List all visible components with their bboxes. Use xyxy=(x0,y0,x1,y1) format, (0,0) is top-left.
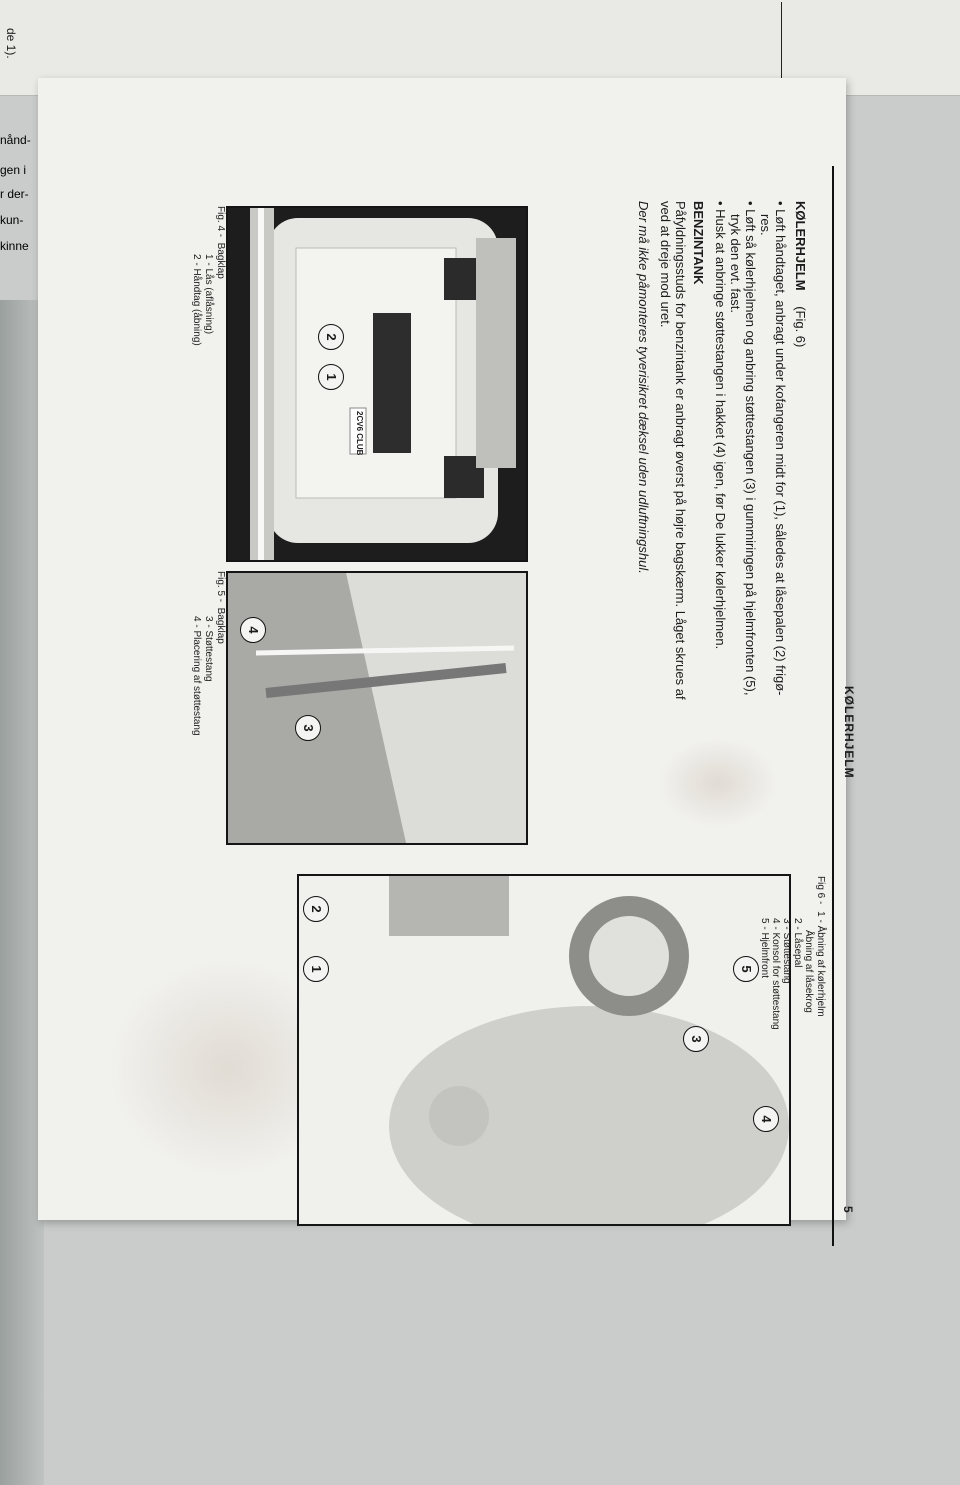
page-number: 5 xyxy=(841,1206,855,1213)
fig6-callout-4: 4 xyxy=(753,1106,779,1132)
section-heading-text: KØLERHJELM xyxy=(793,201,808,291)
fig5-caption-item: 4 - Placering af støttestang xyxy=(191,616,202,736)
fig5-caption-title: Fig. 5 - Bagklap xyxy=(215,571,226,644)
bullet-continuation: res. xyxy=(758,214,773,236)
fragment-6: kinne xyxy=(0,239,29,253)
engine-bay-illustration xyxy=(299,876,789,1226)
fig4-callout-2: 2 xyxy=(318,324,344,350)
bullet-line: • Løft så kølerhjelmen og anbring støtte… xyxy=(743,201,758,696)
fig6-callout-1: 1 xyxy=(303,956,329,982)
rear-hatch-illustration xyxy=(228,208,526,560)
section-heading-kolerhjelm: KØLERHJELM (Fig. 6) xyxy=(793,201,808,347)
warning-line: Der må ikke påmonteres tyverisikret dæks… xyxy=(636,201,651,574)
fragment-1: de 1). xyxy=(4,28,18,59)
header-title: KØLERHJELM xyxy=(842,686,856,779)
rotated-page-content: KØLERHJELM 5 KØLERHJELM (Fig. 6) • Løft … xyxy=(106,166,856,1266)
fig4-caption-item: 2 - Håndtag (åbning) xyxy=(191,254,202,346)
fig6-caption-item: 4 - Konsol for støttestang xyxy=(770,918,781,1030)
fig6-caption: Fig 6 - 1 - Åbning af kølerhjelm xyxy=(815,876,826,1017)
instruction-text: Løft så kølerhjelmen og anbring støttest… xyxy=(743,209,758,696)
fig4-caption-title: Fig. 4 - Bagklap xyxy=(215,206,226,279)
fig4-photo: 1 2 2CV6 CLUB xyxy=(226,206,528,562)
header-rule xyxy=(832,166,834,1246)
fig6-caption-item: 5 - Hjelmfront xyxy=(759,918,770,979)
support-rod-illustration xyxy=(228,573,526,843)
bullet-line: • Løft håndtaget, anbragt under kofanger… xyxy=(773,201,788,696)
instruction-text: Husk at anbringe støttestangen i hakket … xyxy=(713,209,728,650)
section-heading-benzintank: BENZINTANK xyxy=(691,201,706,285)
instruction-text: Løft håndtaget, anbragt under kofangeren… xyxy=(773,209,788,696)
fig6-caption-item: 1 - Åbning af kølerhjelm xyxy=(815,911,826,1017)
bullet-continuation: tryk den evt. fast. xyxy=(728,214,743,313)
fig4-caption-item: 1 - Lås (aflåsning) xyxy=(203,254,214,335)
fig6-caption-item: 2 - Låsepal xyxy=(792,918,803,968)
manual-page: KØLERHJELM 5 KØLERHJELM (Fig. 6) • Løft … xyxy=(38,78,856,1246)
body-line: Påfyldningsstuds for benzintank er anbra… xyxy=(673,201,688,700)
fig6-caption-list: Åbning af låsekrog 2 - Låsepal 3 - Støtt… xyxy=(759,918,814,1030)
body-line: ved at dreje mod uret. xyxy=(658,201,673,328)
previous-page-column: nånd- gen i r der- kun- kinne xyxy=(0,95,44,295)
fig-reference: (Fig. 6) xyxy=(793,306,808,348)
fragment-3: gen i xyxy=(0,163,27,177)
fig4-callout-1: 1 xyxy=(318,364,344,390)
previous-page-fragments xyxy=(10,24,230,50)
fig6-callout-5: 5 xyxy=(733,956,759,982)
fig6-drawing: 2 1 5 3 4 xyxy=(297,874,791,1226)
fragment-2: nånd- xyxy=(0,133,31,147)
fig6-caption-item: Åbning af låsekrog xyxy=(803,930,814,1013)
fig6-caption-item: 3 - Støttestang xyxy=(781,918,792,984)
fragment-5: kun- xyxy=(0,213,24,227)
license-plate: 2CV6 CLUB xyxy=(355,411,364,456)
fig6-callout-3: 3 xyxy=(683,1026,709,1052)
fragment-4: r der- xyxy=(0,187,29,201)
instruction-text: res. xyxy=(758,214,773,236)
previous-page-rule xyxy=(781,2,782,90)
instruction-text: tryk den evt. fast. xyxy=(728,214,743,313)
bullet-line: • Husk at anbringe støttestangen i hakke… xyxy=(713,201,728,650)
fig5-callout-4: 4 xyxy=(240,617,266,643)
fig5-photo: 4 3 xyxy=(226,571,528,845)
fig5-callout-3: 3 xyxy=(295,715,321,741)
stain xyxy=(658,738,778,828)
fig5-caption-item: 3 - Støttestang xyxy=(203,616,214,682)
fig6-caption-title-visible: Fig 6 - xyxy=(815,876,826,905)
fig6-callout-2: 2 xyxy=(303,896,329,922)
